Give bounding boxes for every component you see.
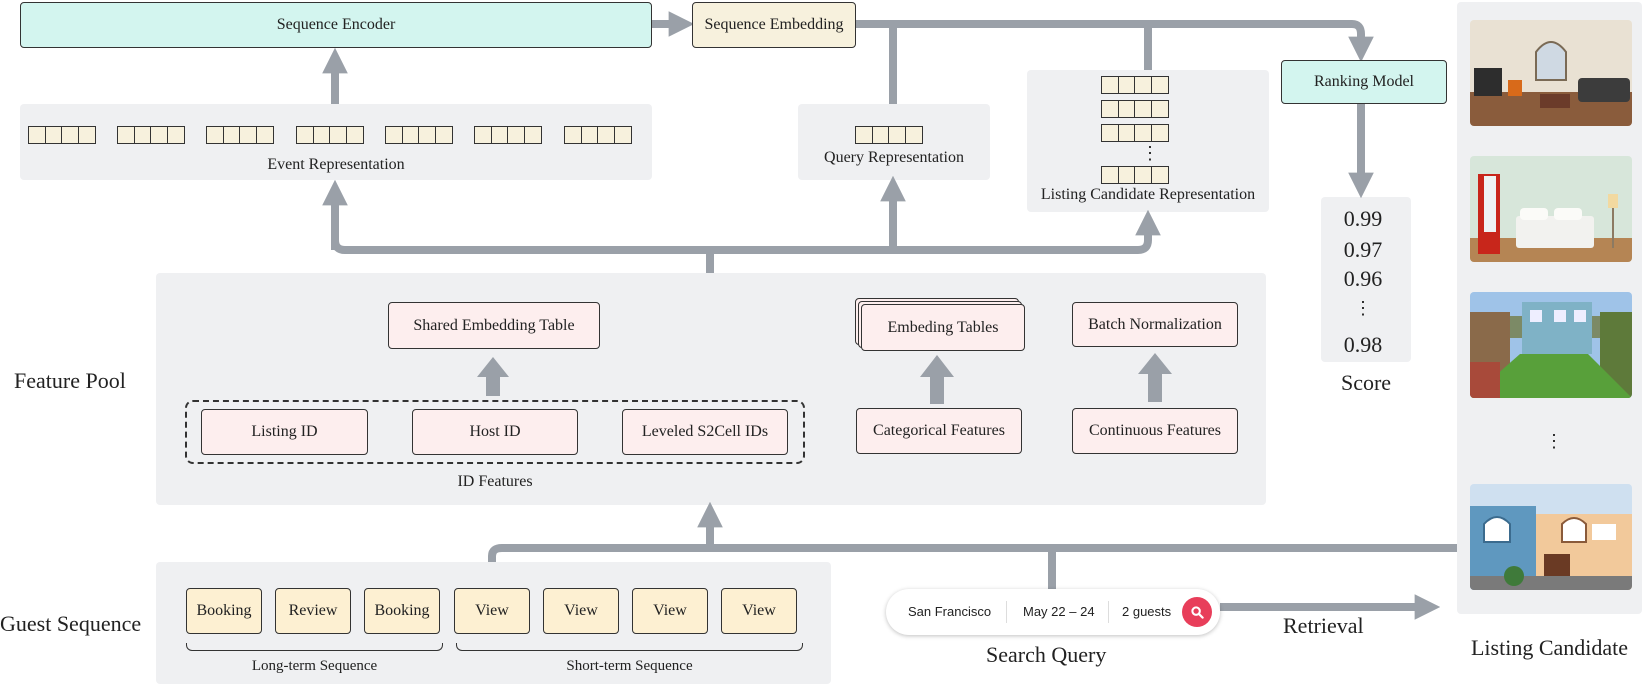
sequence-event-7: View	[721, 588, 797, 634]
retrieval-label: Retrieval	[1283, 613, 1364, 638]
search-divider-2	[1108, 601, 1109, 623]
sequence-event-4: View	[454, 588, 530, 634]
score-label: Score	[1340, 370, 1392, 395]
leveled-s2cell-ids-box: Leveled S2Cell IDs	[622, 409, 788, 455]
event-embedding-vector	[28, 126, 97, 144]
sequence-event-6: View	[632, 588, 708, 634]
house-exterior-photo	[1470, 484, 1632, 590]
bedroom-photo	[1470, 156, 1632, 262]
long-term-sequence-label: Long-term Sequence	[251, 658, 378, 674]
listing-photos-ellipsis: ⋮	[1545, 431, 1563, 451]
listing-candidate-representation-label: Listing Candidate Representation	[1040, 186, 1256, 203]
event-embedding-vector	[206, 126, 275, 144]
feature-pool-label: Feature Pool	[14, 368, 126, 393]
score-ellipsis: ⋮	[1354, 298, 1372, 318]
event-representation-label: Event Representation	[267, 156, 405, 173]
listing-embedding-vector	[1101, 166, 1170, 184]
search-guests[interactable]: 2 guests	[1122, 604, 1172, 619]
search-dates[interactable]: May 22 – 24	[1023, 604, 1095, 619]
event-embedding-vector	[564, 126, 633, 144]
listing-vectors-ellipsis: ⋮	[1141, 143, 1159, 163]
host-id-box: Host ID	[412, 409, 578, 455]
categorical-features-box: Categorical Features	[856, 408, 1022, 454]
arrow-embedding-to-ranking	[856, 20, 1374, 63]
search-icon	[1190, 605, 1204, 619]
listing-embedding-vector	[1101, 124, 1170, 142]
sequence-event-5: View	[543, 588, 619, 634]
search-bar[interactable]: San Francisco May 22 – 24 2 guests	[886, 589, 1220, 635]
score-value-1: 0.99	[1343, 206, 1383, 231]
sequence-embedding-box: Sequence Embedding	[692, 2, 856, 48]
score-value-2: 0.97	[1343, 237, 1383, 262]
guest-sequence-label: Guest Sequence	[0, 611, 142, 636]
event-embedding-vector	[385, 126, 454, 144]
query-representation-label: Query Representation	[824, 149, 964, 166]
ranking-model-box: Ranking Model	[1281, 60, 1447, 104]
score-value-4: 0.98	[1343, 332, 1383, 357]
sequence-event-3: Booking	[364, 588, 440, 634]
listing-candidate-label: Listing Candidate	[1470, 635, 1629, 660]
listing-id-box: Listing ID	[201, 409, 368, 455]
short-term-bracket	[456, 643, 803, 651]
search-divider-1	[1006, 601, 1007, 623]
search-query-label: Search Query	[986, 642, 1107, 667]
score-value-3: 0.96	[1343, 266, 1383, 291]
search-location[interactable]: San Francisco	[908, 604, 992, 619]
living-room-photo	[1470, 20, 1632, 126]
score-panel	[1321, 197, 1411, 362]
short-term-sequence-label: Short-term Sequence	[566, 658, 693, 674]
event-embedding-vector	[474, 126, 543, 144]
event-embedding-vector	[296, 126, 365, 144]
id-features-group	[185, 400, 805, 464]
listing-embedding-vector	[1101, 76, 1170, 94]
sequence-event-2: Review	[275, 588, 351, 634]
sequence-encoder-box: Sequence Encoder	[20, 2, 652, 48]
branch-line	[331, 209, 1161, 254]
batch-normalization-box: Batch Normalization	[1072, 302, 1238, 347]
event-embedding-vector	[117, 126, 186, 144]
query-embedding-vector	[855, 126, 924, 144]
search-button[interactable]	[1182, 597, 1212, 627]
sequence-event-1: Booking	[186, 588, 262, 634]
id-features-label: ID Features	[457, 473, 533, 490]
backyard-photo	[1470, 292, 1632, 398]
embedding-tables-box: Embeding Tables	[861, 304, 1025, 351]
listing-embedding-vector	[1101, 100, 1170, 118]
long-term-bracket	[186, 643, 443, 651]
continuous-features-box: Continuous Features	[1072, 408, 1238, 454]
input-merge-line	[488, 544, 1457, 562]
shared-embedding-table-box: Shared Embedding Table	[388, 302, 600, 349]
